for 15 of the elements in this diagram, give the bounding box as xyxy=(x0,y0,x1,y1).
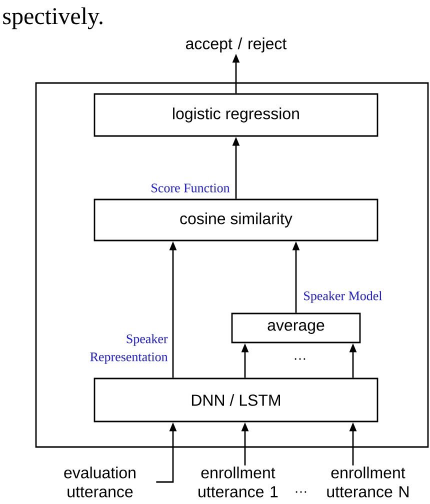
output-label: accept / reject xyxy=(186,38,287,52)
input-label: enrollment utterance N xyxy=(327,466,408,498)
process-box: cosine similarity xyxy=(94,198,378,242)
edge-label: Speaker Model xyxy=(304,291,382,303)
ellipsis: … xyxy=(294,358,306,360)
process-box: DNN / LSTM xyxy=(94,378,378,422)
ellipsis: … xyxy=(296,491,306,493)
process-box: average xyxy=(231,312,361,344)
caption-fragment: spectively. xyxy=(3,7,102,30)
edge-label: Speaker Representation xyxy=(90,334,168,364)
input-label: enrollment utterance 1 xyxy=(198,466,278,498)
edge-label: Score Function xyxy=(152,184,230,192)
input-label: evaluation utterance xyxy=(64,466,136,498)
system-frame xyxy=(35,82,429,448)
process-box: logistic regression xyxy=(94,93,378,137)
